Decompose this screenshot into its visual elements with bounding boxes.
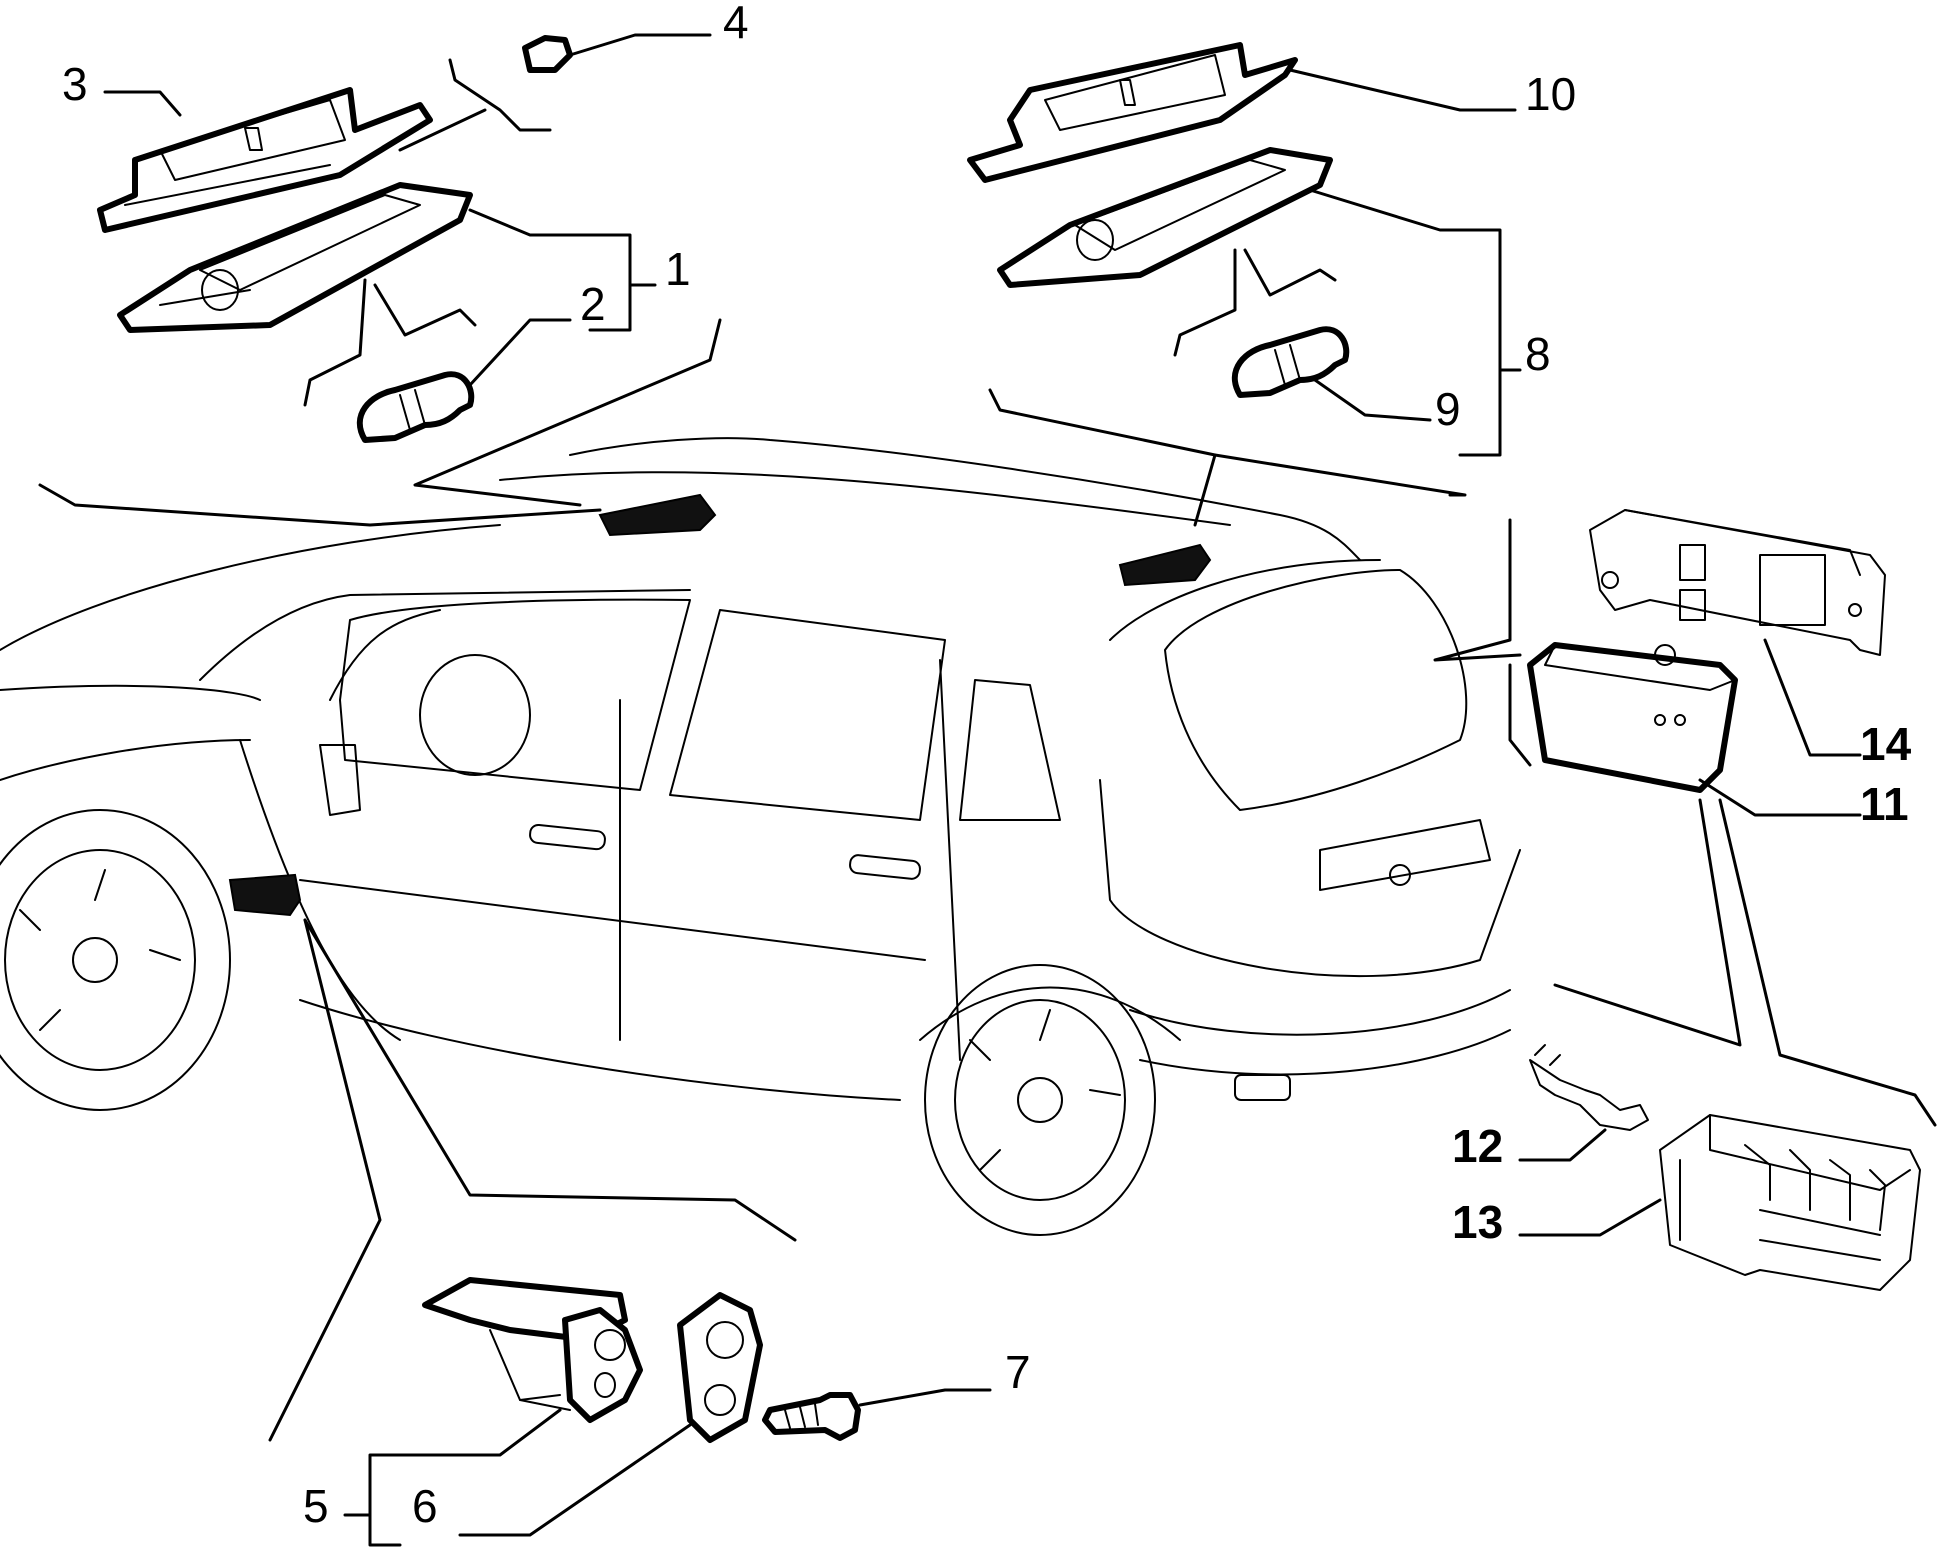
part-3-front-lamp-lens [97, 87, 433, 233]
leader-lines [38, 33, 1937, 1547]
part-6-gasket [677, 1292, 763, 1443]
callout-8: 8 [1525, 328, 1551, 380]
callout-9: 9 [1435, 383, 1461, 435]
part-4-clip [522, 35, 573, 73]
callout-5: 5 [303, 1480, 329, 1532]
callout-4: 4 [723, 0, 749, 48]
callout-6: 6 [412, 1480, 438, 1532]
callout-12: 12 [1452, 1120, 1503, 1172]
callout-3: 3 [62, 58, 88, 110]
part-5-door-switch [422, 1277, 643, 1423]
callout-labels: 1 2 3 4 5 6 7 8 9 10 11 12 13 14 [62, 0, 1912, 1532]
part-8-rear-roof-lamp [997, 147, 1333, 288]
part-9-bulb [1231, 326, 1350, 398]
door-switch-location [228, 873, 302, 917]
callout-10: 10 [1525, 68, 1576, 120]
part-11-control-unit [1527, 642, 1738, 793]
callout-2: 2 [580, 278, 606, 330]
callout-13: 13 [1452, 1196, 1503, 1248]
part-14-bracket [1589, 509, 1886, 656]
callout-14: 14 [1860, 718, 1912, 770]
part-10-rear-lamp-lens [967, 42, 1298, 183]
part-13-connector [1659, 1114, 1921, 1291]
part-7-screw [762, 1392, 861, 1441]
rear-roof-lamp-location [1118, 543, 1212, 587]
callout-11: 11 [1860, 778, 1909, 830]
part-2-bulb [356, 371, 475, 443]
part-1-front-roof-lamp [117, 182, 473, 333]
callout-7: 7 [1005, 1346, 1031, 1398]
callout-1: 1 [665, 243, 691, 295]
car-illustration [0, 437, 1521, 1236]
part-12-terminal [1529, 1044, 1649, 1131]
front-roof-lamp-location [598, 493, 717, 537]
